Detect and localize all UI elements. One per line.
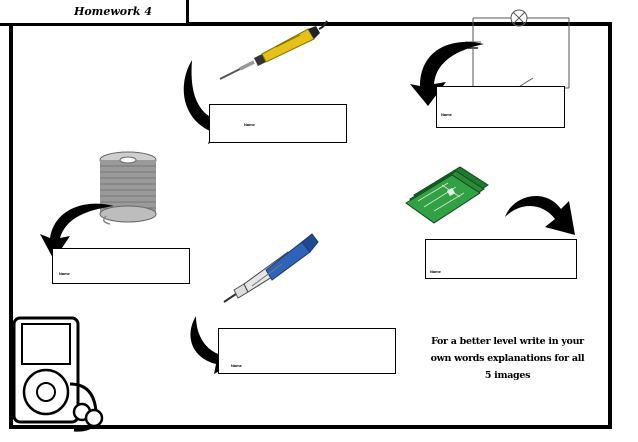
note-line: For a better level write in your [431, 336, 584, 347]
name-box[interactable]: Name [425, 239, 577, 279]
title-box: Homework 4 [0, 0, 189, 26]
soldering-iron-image [219, 20, 328, 80]
name-label: Name [244, 122, 255, 127]
name-box[interactable]: Name [218, 328, 396, 374]
name-label: Name [231, 363, 242, 368]
music-player-icon [12, 316, 104, 432]
worksheet-frame [9, 22, 612, 429]
note-line: own words explanations for all [430, 353, 585, 364]
page-title: Homework 4 [73, 5, 153, 18]
arrow-icon [410, 41, 484, 107]
desoldering-pump-image [223, 233, 319, 303]
name-box[interactable]: Name [52, 248, 190, 284]
name-box[interactable]: Name [209, 104, 347, 143]
note-line: 5 images [484, 370, 531, 381]
circuit-board-image [405, 166, 489, 224]
name-box[interactable]: Name [436, 86, 565, 128]
arrow-icon [505, 195, 575, 235]
name-label: Name [59, 271, 70, 276]
name-label: Name [441, 112, 452, 117]
name-label: Name [430, 269, 441, 274]
arrow-icon [40, 203, 114, 260]
instruction-note: For a better level write in your own wor… [420, 333, 595, 384]
